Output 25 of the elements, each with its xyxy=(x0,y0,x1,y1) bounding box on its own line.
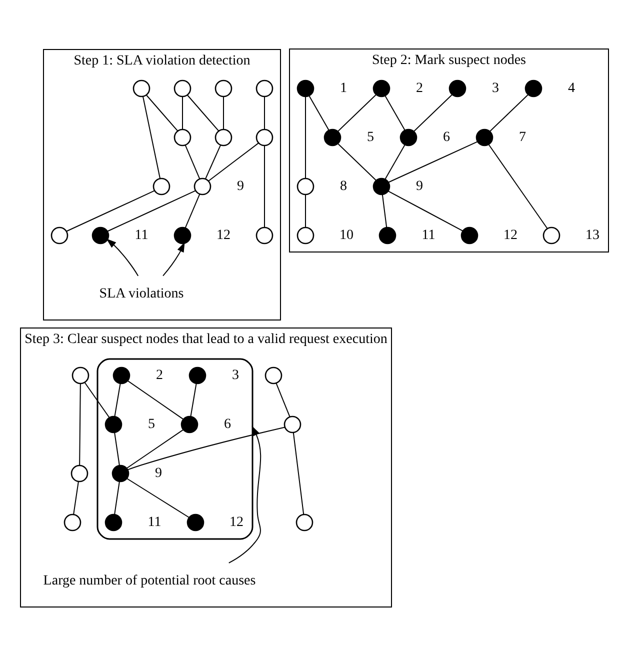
node-label: 12 xyxy=(230,515,244,530)
node-label: 9 xyxy=(155,466,162,482)
node-label: 2 xyxy=(156,368,163,384)
node-label: 12 xyxy=(504,228,518,244)
node-label: 11 xyxy=(148,515,162,530)
node-label: 4 xyxy=(568,81,575,96)
node-label: 10 xyxy=(340,228,354,244)
node-label: 5 xyxy=(367,130,374,146)
node-label: 6 xyxy=(443,130,450,146)
node-label: 8 xyxy=(340,179,347,194)
node-text: Large number of potential root causes xyxy=(43,574,256,589)
node-label: 11 xyxy=(134,228,148,244)
node-text: SLA violations xyxy=(99,286,184,302)
node-label: 11 xyxy=(422,228,436,244)
node-label: 3 xyxy=(492,81,499,96)
node-label: 9 xyxy=(416,179,423,194)
node-label: 13 xyxy=(586,228,600,244)
node-label: 3 xyxy=(232,368,239,384)
node-label: 5 xyxy=(148,417,155,432)
node-label: 1 xyxy=(340,81,347,96)
node-label: 2 xyxy=(416,81,423,96)
node-label: 6 xyxy=(224,417,231,432)
node-label: 12 xyxy=(216,228,230,244)
node-label: 7 xyxy=(519,130,526,146)
node-label: 9 xyxy=(237,179,244,194)
